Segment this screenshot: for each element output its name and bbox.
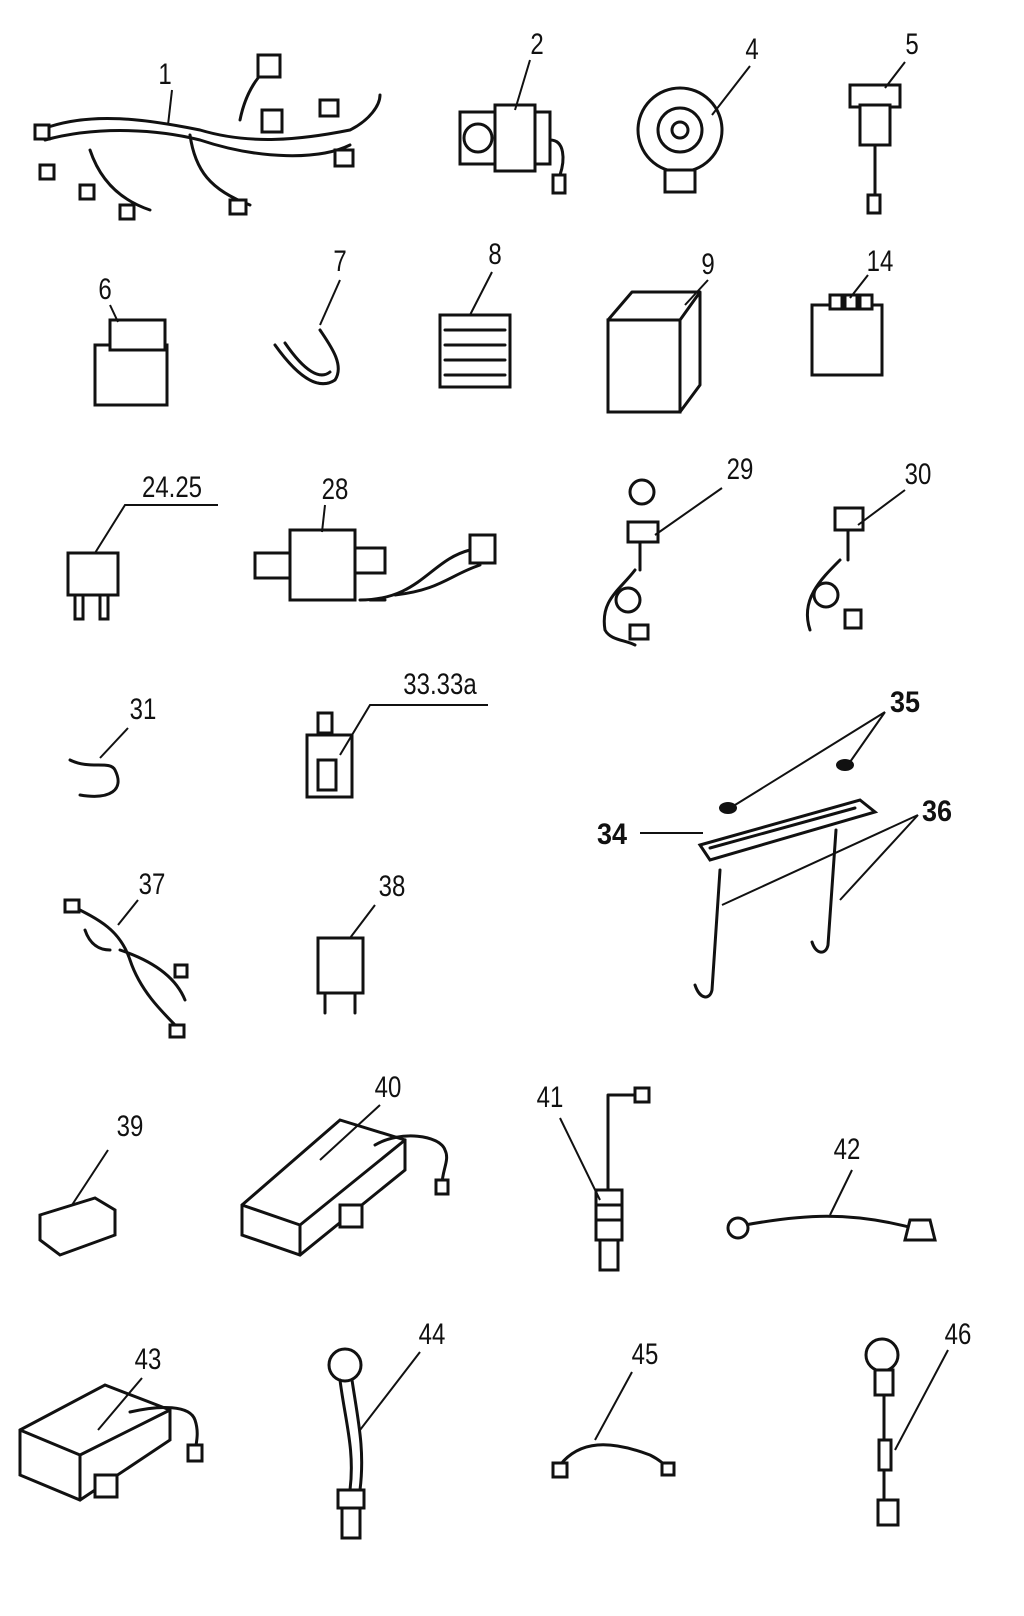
part-31-lead xyxy=(68,727,129,798)
callout-label: 43 xyxy=(134,1343,162,1376)
part-4-horn xyxy=(636,65,751,194)
callout-label: 29 xyxy=(726,453,754,486)
part-30-bulb-socket-set xyxy=(805,489,906,632)
callout-label: 7 xyxy=(333,245,347,278)
callout-label: 9 xyxy=(701,248,715,281)
part-9-battery xyxy=(606,279,709,414)
callout-label: 38 xyxy=(378,870,406,903)
part-39-switch xyxy=(38,1149,117,1257)
part-1-wiring-harness xyxy=(33,53,382,221)
callout-label: 4 xyxy=(745,33,759,66)
callout-label: 30 xyxy=(904,458,932,491)
callout-label: 46 xyxy=(944,1318,972,1351)
callout-label: 44 xyxy=(418,1318,446,1351)
part-34-36-battery-bracket xyxy=(640,711,919,999)
callout-label: 37 xyxy=(138,868,166,901)
part-24-25-fuse xyxy=(66,504,218,621)
callout-label: 31 xyxy=(129,693,157,726)
callout-label: 8 xyxy=(488,238,502,271)
part-44-sensor-lead xyxy=(327,1347,421,1540)
callout-label: 34 xyxy=(596,818,628,851)
part-42-lead xyxy=(726,1169,937,1242)
callout-label: 40 xyxy=(374,1071,402,1104)
callout-label: 28 xyxy=(321,473,349,506)
part-29-bulb-socket-set xyxy=(602,478,723,647)
callout-label: 24.25 xyxy=(141,471,203,504)
callout-label: 36 xyxy=(921,795,953,828)
part-14-cdi xyxy=(810,274,884,377)
part-7-lead xyxy=(273,279,341,386)
callout-label: 35 xyxy=(889,686,921,719)
part-5-sensor xyxy=(848,61,906,215)
part-6-starter-relay xyxy=(93,304,169,407)
callout-label: 45 xyxy=(631,1338,659,1371)
callout-label: 14 xyxy=(866,245,894,278)
part-45-lead xyxy=(551,1371,676,1479)
part-2-starter-motor xyxy=(458,59,567,195)
callout-label: 2 xyxy=(530,28,544,61)
callout-label: 5 xyxy=(905,28,919,61)
callout-label: 39 xyxy=(116,1110,144,1143)
callout-label: 1 xyxy=(158,58,172,91)
part-40-control-unit xyxy=(240,1104,450,1257)
callout-label: 41 xyxy=(536,1081,564,1114)
part-28-ignition-coil xyxy=(253,504,497,602)
part-37-sub-harness xyxy=(63,898,189,1039)
callout-label: 33.33a xyxy=(403,668,477,701)
part-43-control-unit xyxy=(18,1377,204,1502)
part-33-flasher-relay xyxy=(305,704,488,799)
part-41-sensor xyxy=(559,1086,651,1272)
part-8-regulator-rectifier xyxy=(438,271,512,389)
part-38-relay xyxy=(316,904,376,1015)
part-46-sensor-lead xyxy=(864,1337,949,1527)
callout-label: 42 xyxy=(833,1133,861,1166)
callout-label: 6 xyxy=(98,273,112,306)
